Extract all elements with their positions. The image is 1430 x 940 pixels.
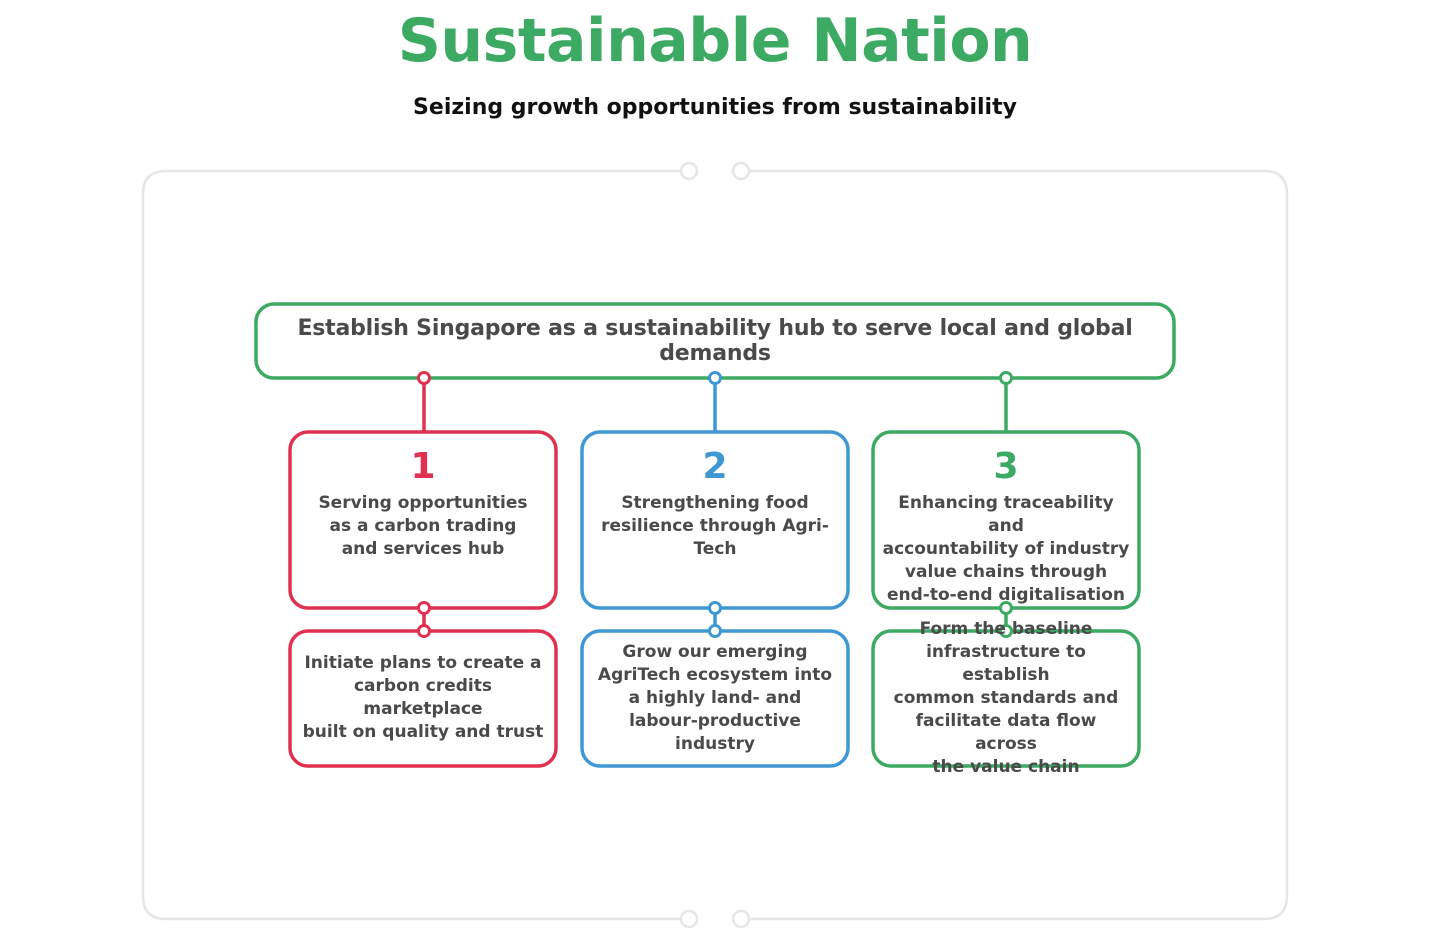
pillar-2-title-line: Tech [693,539,737,559]
pillar-3-title-line: end-to-end digitalisation [886,585,1125,605]
hub-statement: Establish Singapore as a sustainability … [297,316,1133,366]
page-title: Sustainable Nation [397,6,1033,76]
pillar-3-title-line: accountability of industry [882,539,1130,559]
pillar-3-action-line: infrastructure to establish [926,641,1086,685]
pillar-1-number: 1 [410,446,436,487]
pillar-3-number: 3 [993,446,1019,487]
frame-ring-top-right [731,161,751,181]
pillar-1-joints [417,371,431,638]
frame-ring-top-left [679,161,699,181]
pillar-2-joint-action [708,624,722,638]
pillar-3-title-line: Enhancing traceability and [898,493,1114,536]
pillar-1-title-line: Serving opportunities [318,493,528,513]
pillar-3-title-line: value chains through [904,562,1108,582]
pillar-2-action-line: Grow our emerging [622,641,808,662]
pillar-1-title: Serving opportunities as a carbon tradin… [303,492,543,561]
pillar-3-action: Form the baseline infrastructure to esta… [878,619,1134,777]
pillar-1-action: Initiate plans to create a carbon credit… [295,630,551,766]
frame-border [141,169,1289,921]
frame-ring-bottom-right [731,909,751,929]
pillar-1-joint-action [417,624,431,638]
pillar-1-action-line: Initiate plans to create a [304,653,542,673]
pillar-2-action-line: AgriTech ecosystem into [597,664,833,685]
pillar-2-joint-card [708,601,722,615]
pillar-3-joints [999,371,1013,638]
pillar-2-joint-hub [708,371,722,385]
pillar-3-joint-action [999,624,1013,638]
pillar-2-action-line: a highly land- and [628,687,802,708]
pillar-1-joint-hub [417,371,431,385]
pillar-3-joint-card [999,601,1013,615]
pillar-2-action-line: labour-productive industry [629,710,801,754]
pillar-1-joint-card [417,601,431,615]
pillar-2-title-line: resilience through Agri- [601,516,829,536]
pillar-1-title-line: and services hub [341,539,505,559]
pillar-3-action-line: Form the baseline [919,618,1093,639]
page-subtitle: Seizing growth opportunities from sustai… [413,95,1017,120]
pillar-3-action-line: the value chain [932,756,1080,777]
pillar-2-title-line: Strengthening food [621,493,809,513]
pillar-3-title: Enhancing traceability and accountabilit… [881,492,1131,607]
pillar-3-joint-hub [999,371,1013,385]
outer-frame [141,161,1289,929]
pillar-3-action-line: facilitate data flow across [915,710,1097,754]
frame-ring-bottom-left [679,909,699,929]
pillar-1-action-line: carbon credits marketplace [353,676,493,719]
pillar-1-action-line: built on quality and trust [302,722,544,742]
pillar-2-number: 2 [702,446,728,487]
pillar-2-title: Strengthening food resilience through Ag… [595,492,835,561]
pillar-2-action: Grow our emerging AgriTech ecosystem int… [587,630,843,766]
pillar-2-joints [708,371,722,638]
pillar-3-action-line: common standards and [893,687,1119,708]
pillar-1-title-line: as a carbon trading [329,516,517,536]
